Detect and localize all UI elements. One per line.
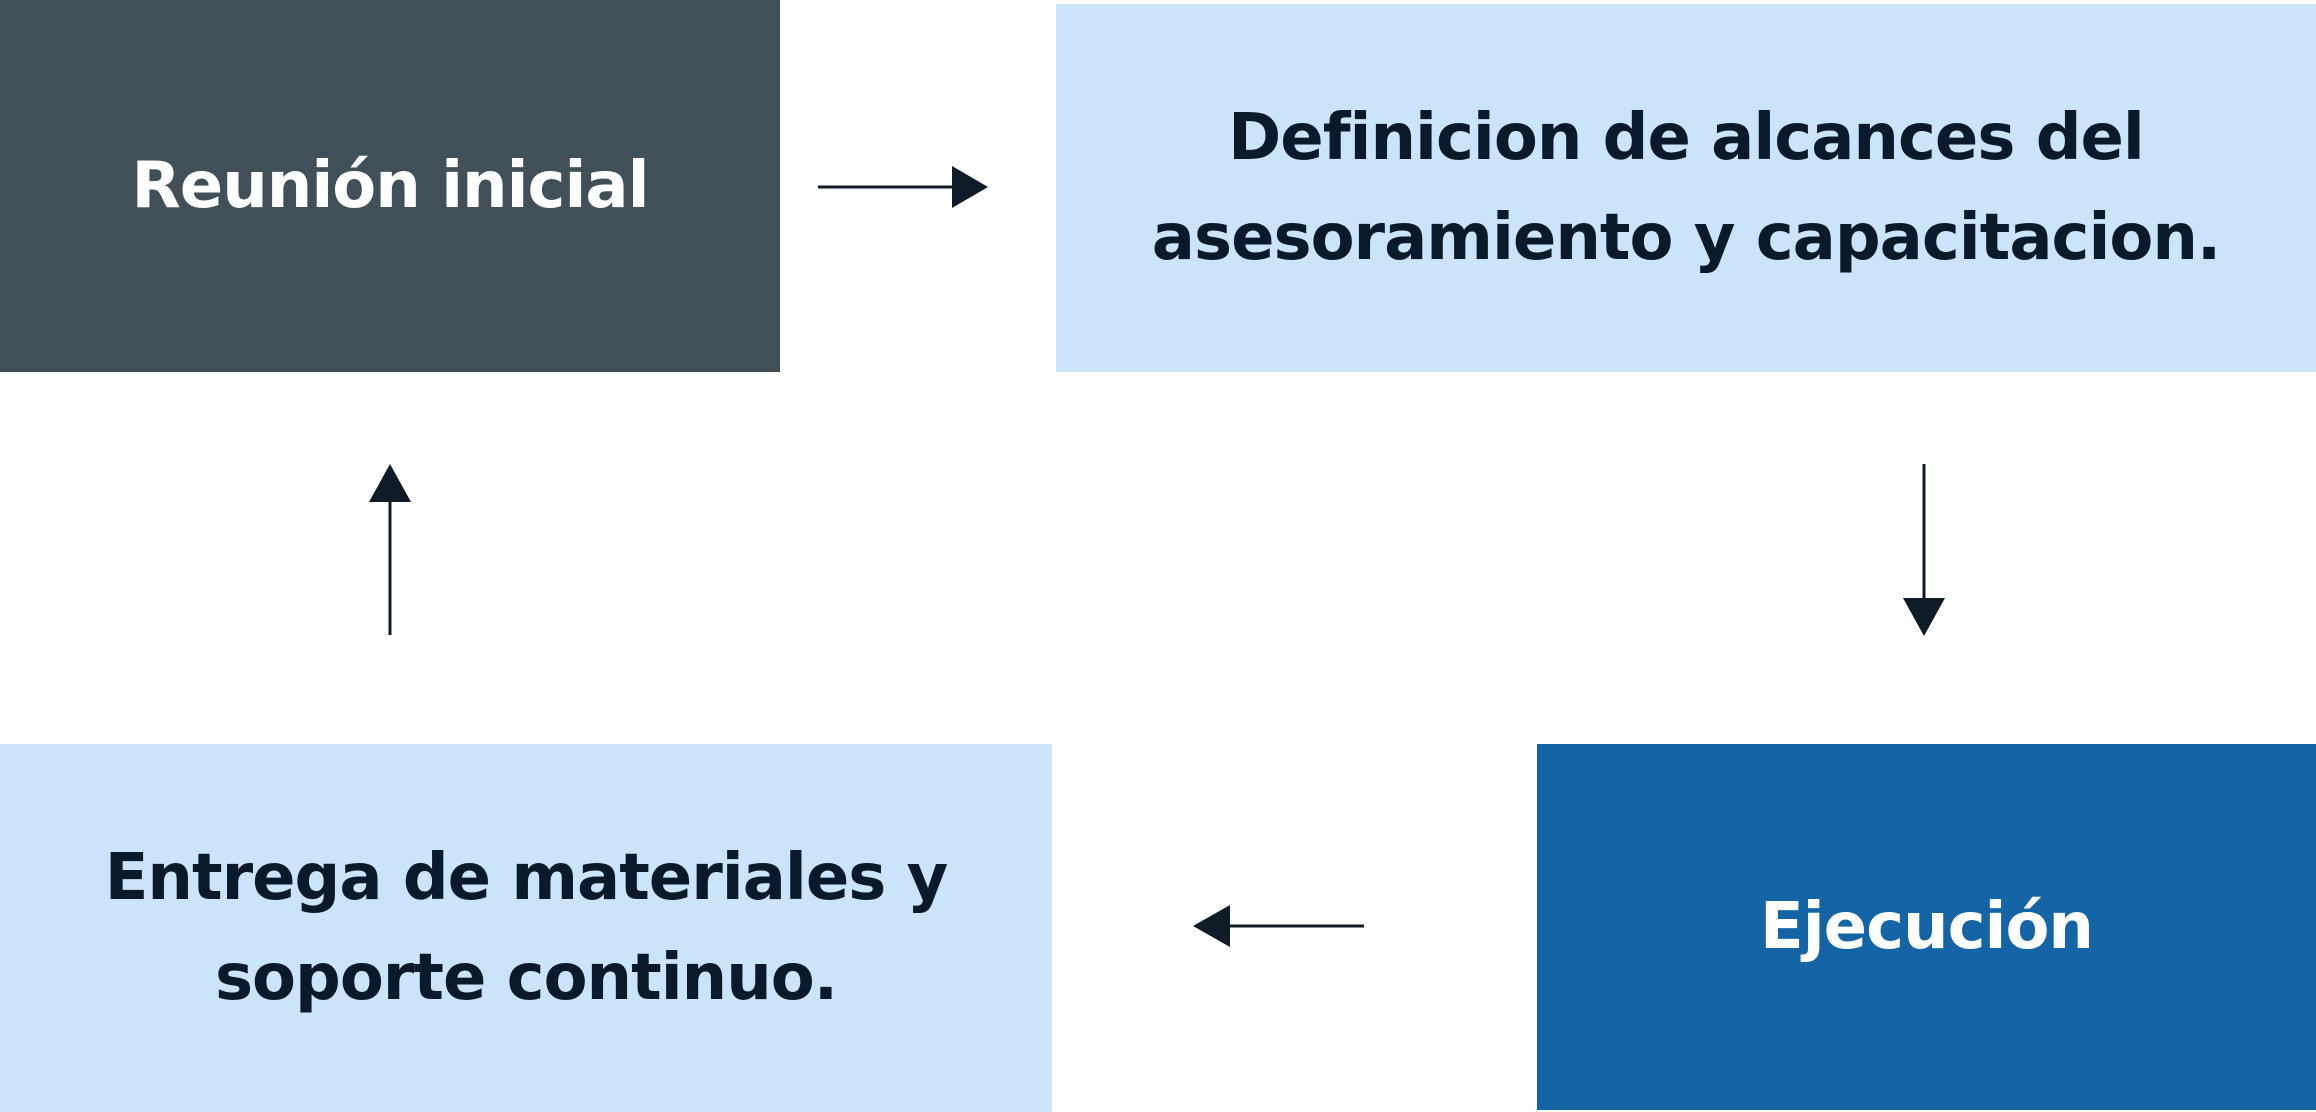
node-label: Reunión inicial	[131, 149, 650, 223]
arrow-definicion-to-ejecucion	[1903, 464, 1945, 636]
node-reunion-inicial: Reunión inicial	[0, 0, 780, 372]
node-entrega-materiales: Entrega de materiales y soporte continuo…	[0, 744, 1052, 1112]
node-label: Definicion de alcances del asesoramiento…	[1151, 101, 2221, 275]
node-definicion-alcances: Definicion de alcances del asesoramiento…	[1056, 4, 2316, 372]
node-label: Ejecución	[1760, 890, 2094, 964]
arrow-ejecucion-to-entrega	[1193, 905, 1364, 947]
arrow-reunion-to-definicion	[818, 166, 988, 208]
arrow-entrega-to-reunion	[369, 464, 411, 635]
node-label: Entrega de materiales y soporte continuo…	[104, 841, 949, 1015]
node-ejecucion: Ejecución	[1537, 744, 2316, 1110]
